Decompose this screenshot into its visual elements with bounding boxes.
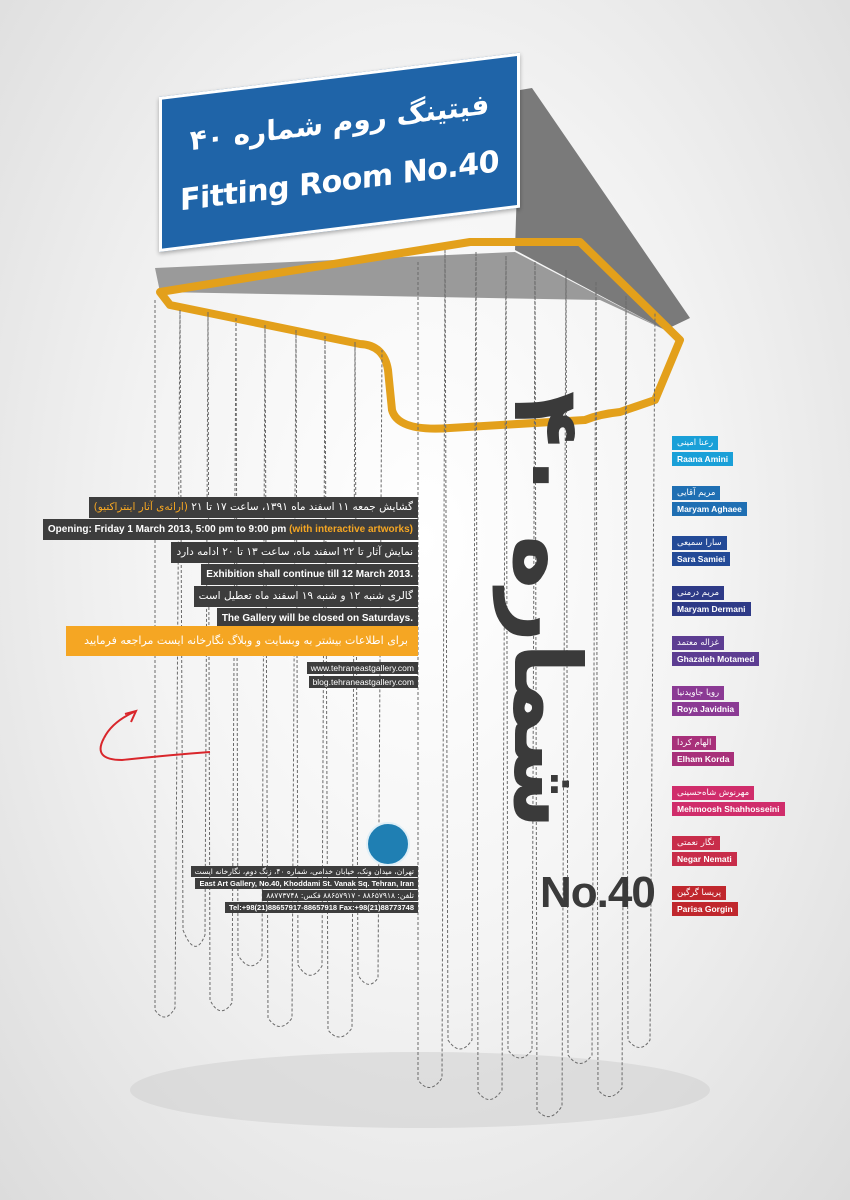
artist-name-fa: الهام کردا: [672, 736, 717, 750]
artist-name-fa: نگار نعمتی: [672, 836, 720, 850]
exhibition-fa: نمایش آثار تا ۲۲ اسفند ماه، ساعت ۱۳ تا ۲…: [171, 542, 418, 563]
phone-en: Tel:+98(21)88657917-88657918 Fax:+98(21)…: [224, 902, 418, 913]
artist-name-fa: رویا جاویدنیا: [672, 686, 725, 700]
artist-item: رعنا امینی Raana Amini: [672, 436, 785, 486]
address-en: East Art Gallery, No.40, Khoddami St. Va…: [195, 878, 418, 889]
floor-shadow: [130, 1052, 710, 1128]
more-info-banner: برای اطلاعات بیشتر به وبسایت و وبلاگ نگا…: [66, 626, 418, 656]
closed-en: The Gallery will be closed on Saturdays.: [216, 608, 418, 629]
artist-item: پریسا گرگین Parisa Gorgin: [672, 886, 785, 936]
arrow-head: [124, 709, 138, 723]
artist-name-fa: غزاله معتمد: [672, 636, 724, 650]
artist-item: مریم آقایی Maryam Aghaee: [672, 486, 785, 536]
opening-fa: گشایش جمعه ۱۱ اسفند ماه ۱۳۹۱، ساعت ۱۷ تا…: [88, 497, 418, 518]
artist-name-en: Roya Javidnia: [672, 702, 740, 716]
website-link[interactable]: www.tehraneastgallery.com: [306, 662, 418, 674]
curtain-right: [417, 249, 656, 1117]
closed-fa: گالری شنبه ۱۲ و شنبه ۱۹ اسفند ماه تعطیل …: [193, 586, 418, 607]
phone-fa: تلفن: ۸۸۶۵۷۹۱۸ - ۸۸۶۵۷۹۱۷ فکس: ۸۸۷۷۳۷۴۸: [262, 890, 418, 901]
artist-name-en: Maryam Dermani: [672, 602, 751, 616]
artist-name-en: Negar Nemati: [672, 852, 737, 866]
gallery-logo: [366, 822, 410, 866]
artist-item: مهرنوش شاه‌حسینی Mehmoosh Shahhosseini: [672, 786, 785, 836]
artist-name-fa: پریسا گرگین: [672, 886, 727, 900]
closed-info: گالری شنبه ۱۲ و شنبه ۱۹ اسفند ماه تعطیل …: [193, 585, 418, 629]
number-label: No.40: [540, 868, 656, 917]
contact-info: تهران، میدان ونک، خیابان خدامی، شماره ۴۰…: [190, 866, 418, 914]
artist-name-en: Maryam Aghaee: [672, 502, 747, 516]
exhibition-en: Exhibition shall continue till 12 March …: [201, 564, 418, 585]
curtain-left: [154, 300, 383, 1038]
red-arrow: [99, 737, 211, 762]
artist-name-fa: مریم درمنی: [672, 586, 725, 600]
artist-name-fa: رعنا امینی: [672, 436, 719, 450]
blog-link[interactable]: blog.tehraneastgallery.com: [308, 676, 418, 688]
website-links: www.tehraneastgallery.com blog.tehraneas…: [306, 662, 418, 690]
exhibition-info: نمایش آثار تا ۲۲ اسفند ماه، ساعت ۱۳ تا ۲…: [171, 541, 418, 585]
artist-name-fa: سارا سمیعی: [672, 536, 727, 550]
vertical-title-fa: شماره ۴۰: [493, 390, 600, 830]
roof-side: [515, 88, 690, 330]
opening-en: Opening: Friday 1 March 2013, 5:00 pm to…: [42, 519, 418, 540]
artist-name-fa: مریم آقایی: [672, 486, 721, 500]
artist-name-en: Sara Samiei: [672, 552, 731, 566]
artist-item: سارا سمیعی Sara Samiei: [672, 536, 785, 586]
artist-item: الهام کردا Elham Korda: [672, 736, 785, 786]
artist-name-en: Elham Korda: [672, 752, 735, 766]
artist-name-en: Raana Amini: [672, 452, 734, 466]
artist-item: غزاله معتمد Ghazaleh Motamed: [672, 636, 785, 686]
artist-item: رویا جاویدنیا Roya Javidnia: [672, 686, 785, 736]
address-fa: تهران، میدان ونک، خیابان خدامی، شماره ۴۰…: [190, 866, 418, 877]
artist-name-en: Ghazaleh Motamed: [672, 652, 760, 666]
arrow-top: [103, 711, 135, 739]
artist-name-en: Parisa Gorgin: [672, 902, 738, 916]
orange-frame: [156, 238, 684, 433]
artist-name-fa: مهرنوش شاه‌حسینی: [672, 786, 755, 800]
artist-list: رعنا امینی Raana Amini مریم آقایی Maryam Ag…: [672, 436, 785, 936]
artist-name-en: Mehmoosh Shahhosseini: [672, 802, 785, 816]
artist-item: مریم درمنی Maryam Dermani: [672, 586, 785, 636]
artist-item: نگار نعمتی Negar Nemati: [672, 836, 785, 886]
opening-info: گشایش جمعه ۱۱ اسفند ماه ۱۳۹۱، ساعت ۱۷ تا…: [42, 496, 418, 540]
